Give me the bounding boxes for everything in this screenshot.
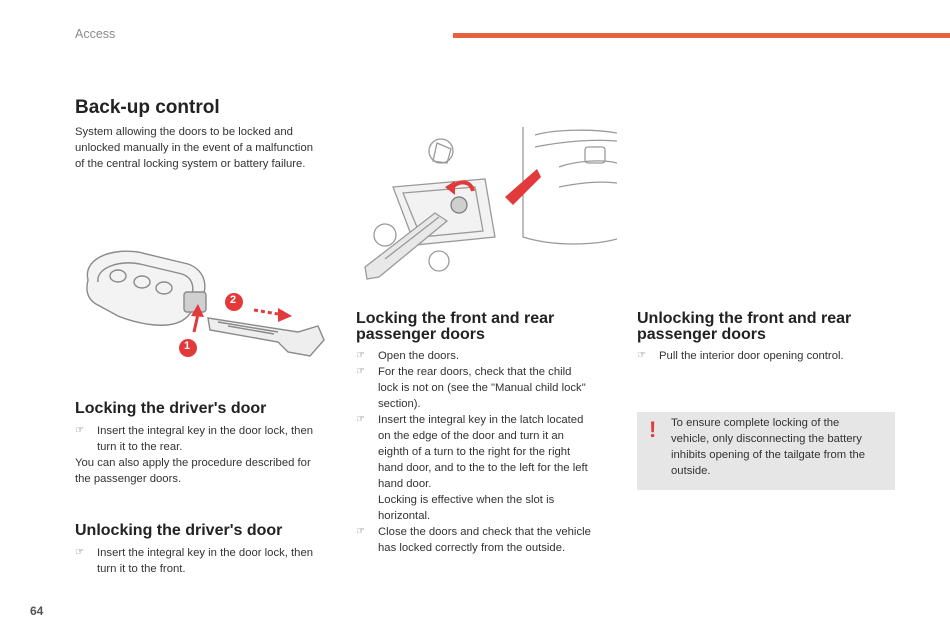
- bullet-line: Pull the interior door opening control.: [659, 350, 844, 362]
- driver-lock-section: ☞ Insert the integral key in the door lo…: [75, 423, 343, 487]
- warning-box: ! To ensure complete locking of the vehi…: [637, 412, 895, 490]
- bullet-line: turn it to the rear.: [97, 441, 183, 453]
- passenger-unlock-title: Unlocking the front and rear passenger d…: [637, 311, 897, 343]
- bullet-line: For the rear doors, check that the child: [378, 366, 572, 378]
- key-fob-drawing: [86, 250, 325, 357]
- warning-line: vehicle, only disconnecting the battery: [671, 433, 862, 445]
- passenger-unlock-list: ☞ Pull the interior door opening control…: [637, 348, 899, 364]
- bullet-line: eighth of a turn to the right for the ri…: [378, 446, 571, 458]
- passenger-lock-bullet: ☞ Open the doors.: [356, 348, 618, 364]
- bullet-marker-icon: ☞: [637, 350, 646, 361]
- bullet-marker-icon: ☞: [75, 547, 84, 558]
- passenger-unlock-title-line: Unlocking the front and rear: [637, 310, 852, 327]
- passenger-lock-title-line: passenger doors: [356, 326, 485, 343]
- bullet-line: turn it to the front.: [97, 563, 186, 575]
- section-label: Access: [75, 27, 116, 41]
- bullet-line: hand door.: [378, 478, 432, 490]
- bullet-line: hand door, and to the to the left for th…: [378, 462, 588, 474]
- passenger-unlock-title-line: passenger doors: [637, 326, 766, 343]
- door-latch-drawing: [364, 127, 618, 280]
- passenger-lock-title-line: Locking the front and rear: [356, 310, 555, 327]
- bullet-marker-icon: ☞: [356, 526, 365, 537]
- bullet-line: lock is not on (see the "Manual child lo…: [378, 382, 586, 394]
- bullet-line: Locking is effective when the slot is: [378, 494, 555, 506]
- bullet-line: Close the doors and check that the vehic…: [378, 526, 591, 538]
- driver-unlock-bullet: ☞ Insert the integral key in the door lo…: [75, 545, 343, 577]
- page-title: Back-up control: [75, 97, 220, 118]
- callout-1: 1: [184, 340, 191, 352]
- intro-line: unlocked manually in the event of a malf…: [75, 142, 314, 154]
- passenger-lock-list: ☞ Open the doors. ☞ For the rear doors, …: [356, 348, 618, 556]
- driver-lock-bullet: ☞ Insert the integral key in the door lo…: [75, 423, 343, 455]
- passenger-unlock-bullet: ☞ Pull the interior door opening control…: [637, 348, 899, 364]
- warning-line: outside.: [671, 465, 711, 477]
- bullet-line: Open the doors.: [378, 350, 460, 362]
- driver-unlock-title: Unlocking the driver's door: [75, 522, 283, 539]
- note-line: You can also apply the procedure describ…: [75, 457, 311, 469]
- bullet-marker-icon: ☞: [356, 350, 365, 361]
- bullet-marker-icon: ☞: [356, 366, 365, 377]
- intro-text: System allowing the doors to be locked a…: [75, 124, 345, 172]
- key-illustration: 1 2: [78, 240, 330, 365]
- bullet-line: Insert the integral key in the latch loc…: [378, 414, 584, 426]
- warning-line: To ensure complete locking of the: [671, 417, 840, 429]
- bullet-line: on the edge of the door and turn it an: [378, 430, 564, 442]
- intro-line: of the central locking system or battery…: [75, 158, 306, 170]
- bullet-marker-icon: ☞: [356, 414, 365, 425]
- passenger-lock-bullet: ☞ Insert the integral key in the latch l…: [356, 412, 618, 524]
- driver-unlock-section: ☞ Insert the integral key in the door lo…: [75, 545, 343, 577]
- page-number: 64: [30, 604, 44, 618]
- bullet-line: Insert the integral key in the door lock…: [97, 425, 314, 437]
- intro-line: System allowing the doors to be locked a…: [75, 126, 293, 138]
- callout-2: 2: [230, 294, 237, 306]
- bullet-line: Insert the integral key in the door lock…: [97, 547, 314, 559]
- warning-icon: !: [649, 417, 657, 442]
- warning-text: To ensure complete locking of the vehicl…: [671, 415, 889, 479]
- bullet-line: section).: [378, 398, 421, 410]
- passenger-lock-title: Locking the front and rear passenger doo…: [356, 311, 616, 343]
- bullet-line: horizontal.: [378, 510, 431, 522]
- passenger-lock-bullet: ☞ For the rear doors, check that the chi…: [356, 364, 618, 412]
- note-line: the passenger doors.: [75, 473, 182, 485]
- warning-line: inhibits opening of the tailgate from th…: [671, 449, 866, 461]
- passenger-lock-bullet: ☞ Close the doors and check that the veh…: [356, 524, 618, 556]
- header-accent-bar: [453, 33, 950, 38]
- driver-lock-note: You can also apply the procedure describ…: [75, 455, 343, 487]
- bullet-marker-icon: ☞: [75, 425, 84, 436]
- driver-lock-title: Locking the driver's door: [75, 400, 267, 417]
- door-latch-illustration: [355, 127, 618, 287]
- bullet-line: has locked correctly from the outside.: [378, 542, 566, 554]
